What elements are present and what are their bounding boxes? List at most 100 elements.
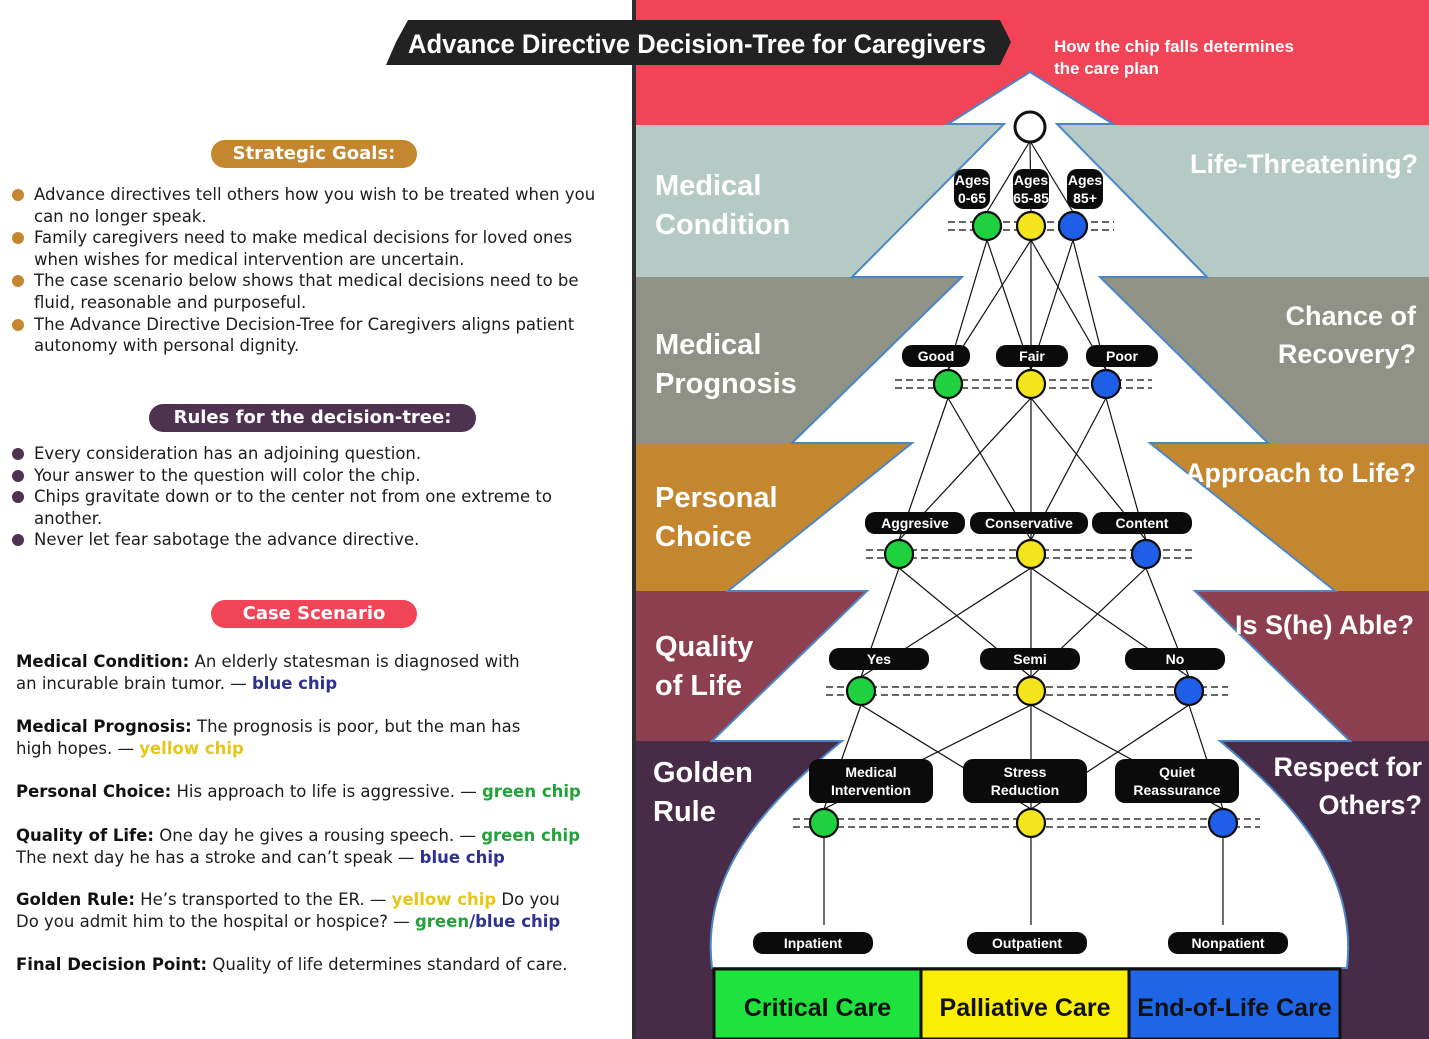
node-label-text: Stress — [1004, 764, 1047, 780]
band-left-label: Condition — [655, 209, 790, 241]
node-label-text: No — [1166, 651, 1185, 667]
tagline-line-1: How the chip falls determines — [1054, 37, 1294, 56]
bullet-dot — [12, 448, 24, 460]
quality-label: Semi — [980, 648, 1080, 670]
band-right-question: Respect for — [1273, 752, 1422, 782]
node-label-text: Semi — [1013, 651, 1046, 667]
case-quality-of-life: Quality of Life: One day he gives a rous… — [16, 826, 581, 867]
rules-heading: Rules for the decision-tree: — [149, 404, 476, 432]
tagline-line-2: the care plan — [1054, 59, 1159, 78]
choice-label: Conservative — [970, 512, 1088, 534]
bullet-dot — [12, 232, 24, 245]
list-item: Advance directives tell others how you w… — [12, 184, 612, 227]
chip-green — [808, 807, 840, 839]
band-left-label: Personal — [655, 482, 778, 514]
band-right-question: Is S(he) Able? — [1235, 610, 1414, 640]
chips — [808, 210, 1239, 839]
band-text: MedicalConditionLife-Threatening?Medical… — [653, 149, 1422, 828]
strategic-goals-list: Advance directives tell others how you w… — [12, 184, 612, 357]
list-item: Family caregivers need to make medical d… — [12, 227, 612, 270]
outcome-label: Outpatient — [967, 932, 1087, 954]
chip-blue — [1057, 210, 1089, 242]
care-level-cell — [712, 967, 923, 1039]
outcome-label: Nonpatient — [1168, 932, 1288, 954]
node-label-box — [1013, 169, 1049, 209]
node-label-box — [1168, 932, 1288, 954]
prognosis-label: Good — [902, 345, 970, 367]
case-final-decision: Final Decision Point: Quality of life de… — [16, 955, 568, 974]
chip-green — [932, 368, 964, 400]
node-label-box — [1092, 512, 1192, 534]
list-item: Chips gravitate down or to the center no… — [12, 486, 612, 529]
bullet-dot — [12, 189, 24, 201]
node-label-box — [1067, 169, 1103, 209]
node-label-text: Outpatient — [992, 935, 1062, 951]
node-label-text: 65-85 — [1013, 190, 1049, 206]
chip-blue — [1173, 675, 1205, 707]
chip-yellow — [1015, 210, 1047, 242]
chip-yellow — [1015, 538, 1047, 570]
node-label-text: Medical — [845, 764, 896, 780]
node-label-text: Ages — [1068, 172, 1102, 188]
band-left-label: Rule — [653, 796, 716, 828]
root-node — [1013, 110, 1047, 144]
title-banner: Advance Directive Decision-Tree for Care… — [386, 20, 1011, 65]
tree-link — [986, 140, 1031, 213]
node-label-text: Ages — [955, 172, 989, 188]
case-personal-choice: Personal Choice: His approach to life is… — [16, 782, 581, 801]
case-golden-rule: Golden Rule: He’s transported to the ER.… — [16, 890, 561, 931]
quality-label: No — [1125, 648, 1225, 670]
choice-label: Content — [1092, 512, 1192, 534]
node-label-text: Quiet — [1159, 764, 1195, 780]
node-label-box — [1115, 759, 1239, 803]
strategic-goals-heading: Strategic Goals: — [211, 140, 417, 168]
band-left-label: Choice — [655, 521, 752, 553]
bullet-dot — [12, 491, 24, 504]
case-medical-condition: Medical Condition: An elderly statesman … — [16, 652, 520, 693]
bullet-dot — [12, 318, 24, 331]
choice-label: Aggresive — [865, 512, 965, 534]
case-scenario-heading: Case Scenario — [211, 600, 417, 628]
band-right-question: Approach to Life? — [1185, 458, 1416, 488]
node-label-box — [829, 648, 929, 670]
node-label-box — [980, 648, 1080, 670]
prognosis-label: Fair — [996, 345, 1068, 367]
outcome-label: Inpatient — [753, 932, 873, 954]
node-label-box — [809, 759, 933, 803]
node-label-text: Reassurance — [1133, 782, 1220, 798]
band-left-label: of Life — [655, 670, 742, 702]
band-left-label: Quality — [655, 631, 753, 663]
node-label-text: Content — [1116, 515, 1169, 531]
list-item: Your answer to the question will color t… — [12, 465, 612, 487]
chip-yellow — [1015, 807, 1047, 839]
list-item: The case scenario below shows that medic… — [12, 270, 612, 313]
chip-green — [971, 210, 1003, 242]
chip-green — [883, 538, 915, 570]
list-item: The Advance Directive Decision-Tree for … — [12, 314, 612, 357]
quality-label: Yes — [829, 648, 929, 670]
node-label-box — [1086, 345, 1158, 367]
node-label-box — [967, 932, 1087, 954]
case-medical-prognosis: Medical Prognosis: The prognosis is poor… — [16, 717, 521, 758]
band-left-label: Golden — [653, 757, 753, 789]
node-label-text: Good — [918, 348, 955, 364]
bullet-dot — [12, 534, 24, 547]
node-label-box — [954, 169, 990, 209]
band-right-question: Chance of — [1285, 301, 1417, 331]
care-level-label: End-of-Life Care — [1137, 994, 1332, 1022]
node-label-text: Aggresive — [881, 515, 949, 531]
node-label-text: Conservative — [985, 515, 1073, 531]
list-item: Never let fear sabotage the advance dire… — [12, 529, 612, 551]
band-right-question: Others? — [1318, 790, 1422, 820]
chip-blue — [1090, 368, 1122, 400]
node-label-box — [902, 345, 970, 367]
care-level-cell — [1127, 967, 1342, 1039]
